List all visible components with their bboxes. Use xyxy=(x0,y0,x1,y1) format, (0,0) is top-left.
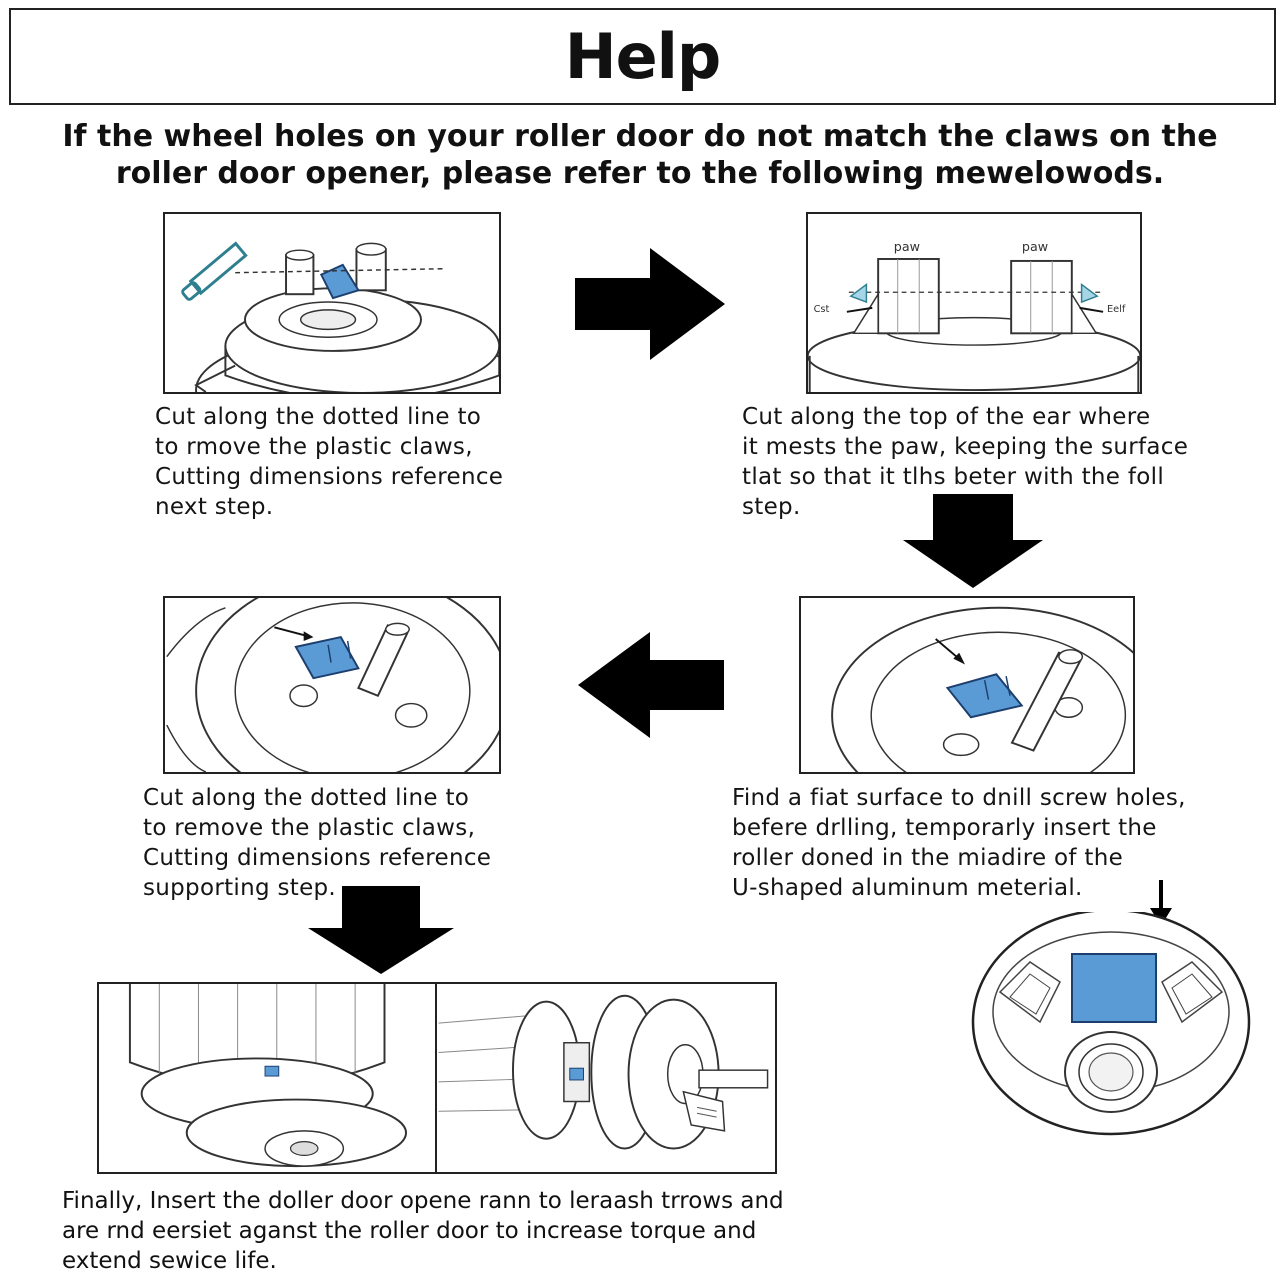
final-drawing-right xyxy=(438,994,769,1150)
step3-illustration xyxy=(799,596,1135,774)
step4-drawing xyxy=(166,598,499,772)
final-caption: Finally, Insert the doller door opene ra… xyxy=(62,1188,784,1274)
u-shape-detail-illustration xyxy=(970,912,1252,1140)
final-illustration-left xyxy=(97,982,437,1174)
final-drawing-left xyxy=(128,984,408,1168)
final-illustration-right xyxy=(435,982,777,1174)
paw-label-right: paw xyxy=(1022,239,1048,254)
step3-caption: Find a fiat surface to dnill screw holes… xyxy=(732,785,1186,901)
page-title: Help xyxy=(564,20,722,93)
step1-caption: Cut along the dotted line to to rmove th… xyxy=(155,404,504,520)
arrow-down-icon xyxy=(308,886,454,974)
step4-caption: Cut along the dotted line to to remove t… xyxy=(143,785,492,901)
ear-label-left: Cst xyxy=(814,304,830,315)
arrow-down-icon xyxy=(903,494,1043,588)
intro-line-2: roller door opener, please refer to the … xyxy=(115,156,1165,191)
step2-drawing: paw paw Cst Eelf xyxy=(808,239,1140,392)
arrow-left-icon xyxy=(578,632,724,738)
u-shape-detail-drawing xyxy=(971,912,1251,1136)
title-box: Help xyxy=(9,8,1276,105)
ear-label-right: Eelf xyxy=(1107,304,1126,315)
arrow-right-icon xyxy=(575,248,725,360)
step3-drawing xyxy=(831,606,1133,772)
intro-line-1: If the wheel holes on your roller door d… xyxy=(62,119,1218,154)
intro-text: If the wheel holes on your roller door d… xyxy=(60,118,1220,192)
step2-caption: Cut along the top of the ear where it me… xyxy=(742,404,1189,520)
step1-drawing xyxy=(181,241,499,392)
step4-illustration xyxy=(163,596,501,774)
step1-illustration xyxy=(163,212,501,394)
saw-icon xyxy=(181,241,248,301)
paw-label-left: paw xyxy=(894,239,920,254)
step2-illustration: paw paw Cst Eelf xyxy=(806,212,1142,394)
